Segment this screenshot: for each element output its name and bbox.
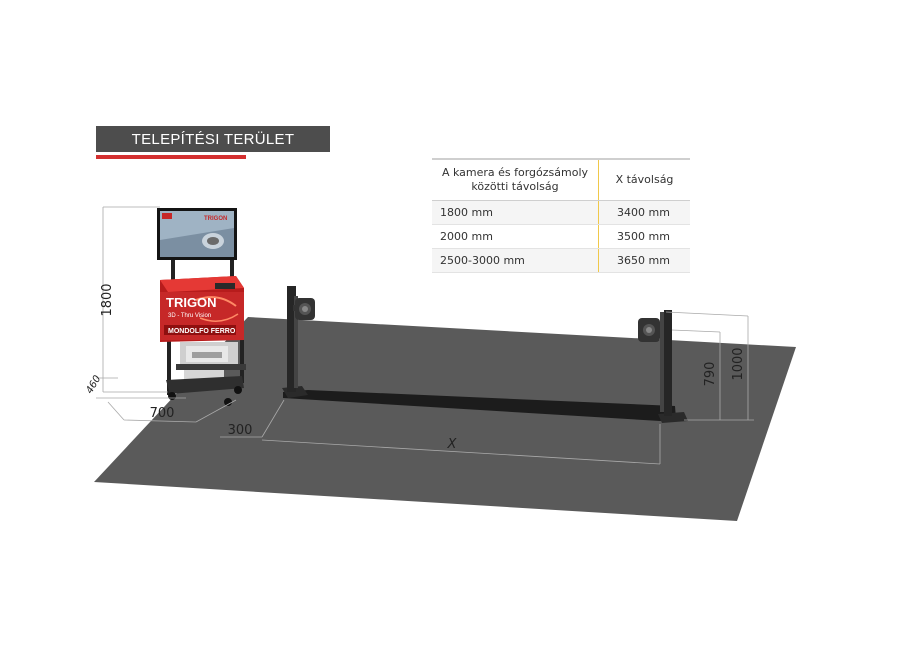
wheel-icon [168,392,176,400]
floor-area [94,317,796,521]
ground-rail [283,390,676,421]
dim-x-distance: X [447,437,458,452]
monitor-logo-text: TRIGON [204,216,227,222]
cell-camera-distance: 2500-3000 mm [432,248,599,273]
wheel-icon [234,386,242,394]
monitor: TRIGON [157,208,237,260]
cell-x-distance: 3400 mm [598,200,690,225]
dimension-lines [96,206,754,465]
cabinet-brand: TRIGON [166,295,217,310]
red-cabinet: TRIGON 3D - Thru Vision MONDOLFO FERRO [160,276,244,342]
cell-camera-distance: 1800 mm [432,200,599,225]
monitor-logo-icon [162,213,172,219]
left-camera-column [282,286,315,398]
header-camera-distance: A kamera és forgózsámoly közötti távolsá… [432,158,599,201]
cell-x-distance: 3650 mm [598,248,690,273]
wheel-icon [224,398,232,406]
section-title-text: TELEPÍTÉSI TERÜLET [131,130,295,148]
cell-x-distance: 3500 mm [598,224,690,249]
dim-camera-height: 790 [703,362,718,387]
table-row: 1800 mm 3400 mm [432,200,690,225]
cell-camera-distance: 2000 mm [432,224,599,249]
cabinet-subtitle: 3D - Thru Vision [168,313,211,319]
header-x-distance: X távolság [598,158,690,201]
title-underline [96,155,246,159]
camera-icon [295,298,315,320]
distance-table: A kamera és forgózsámoly közötti távolsá… [432,158,690,273]
section-title: TELEPÍTÉSI TERÜLET [96,126,330,152]
right-camera-column [638,310,688,423]
table-row: 2000 mm 3500 mm [432,224,690,249]
alignment-console: TRIGON TRIGON 3D - Thru Vision MONDOLFO … [157,208,246,406]
table-header-row: A kamera és forgózsámoly közötti távolsá… [432,158,690,201]
cabinet-maker: MONDOLFO FERRO [168,328,236,335]
dim-cabinet-height: 1800 [100,283,115,316]
dim-cabinet-depth: 460 [84,374,103,396]
table-row: 2500-3000 mm 3650 mm [432,248,690,273]
dim-offset: 300 [228,423,253,438]
dim-cabinet-width: 700 [150,406,175,421]
dim-column-height: 1000 [731,347,746,380]
camera-icon [638,318,660,342]
